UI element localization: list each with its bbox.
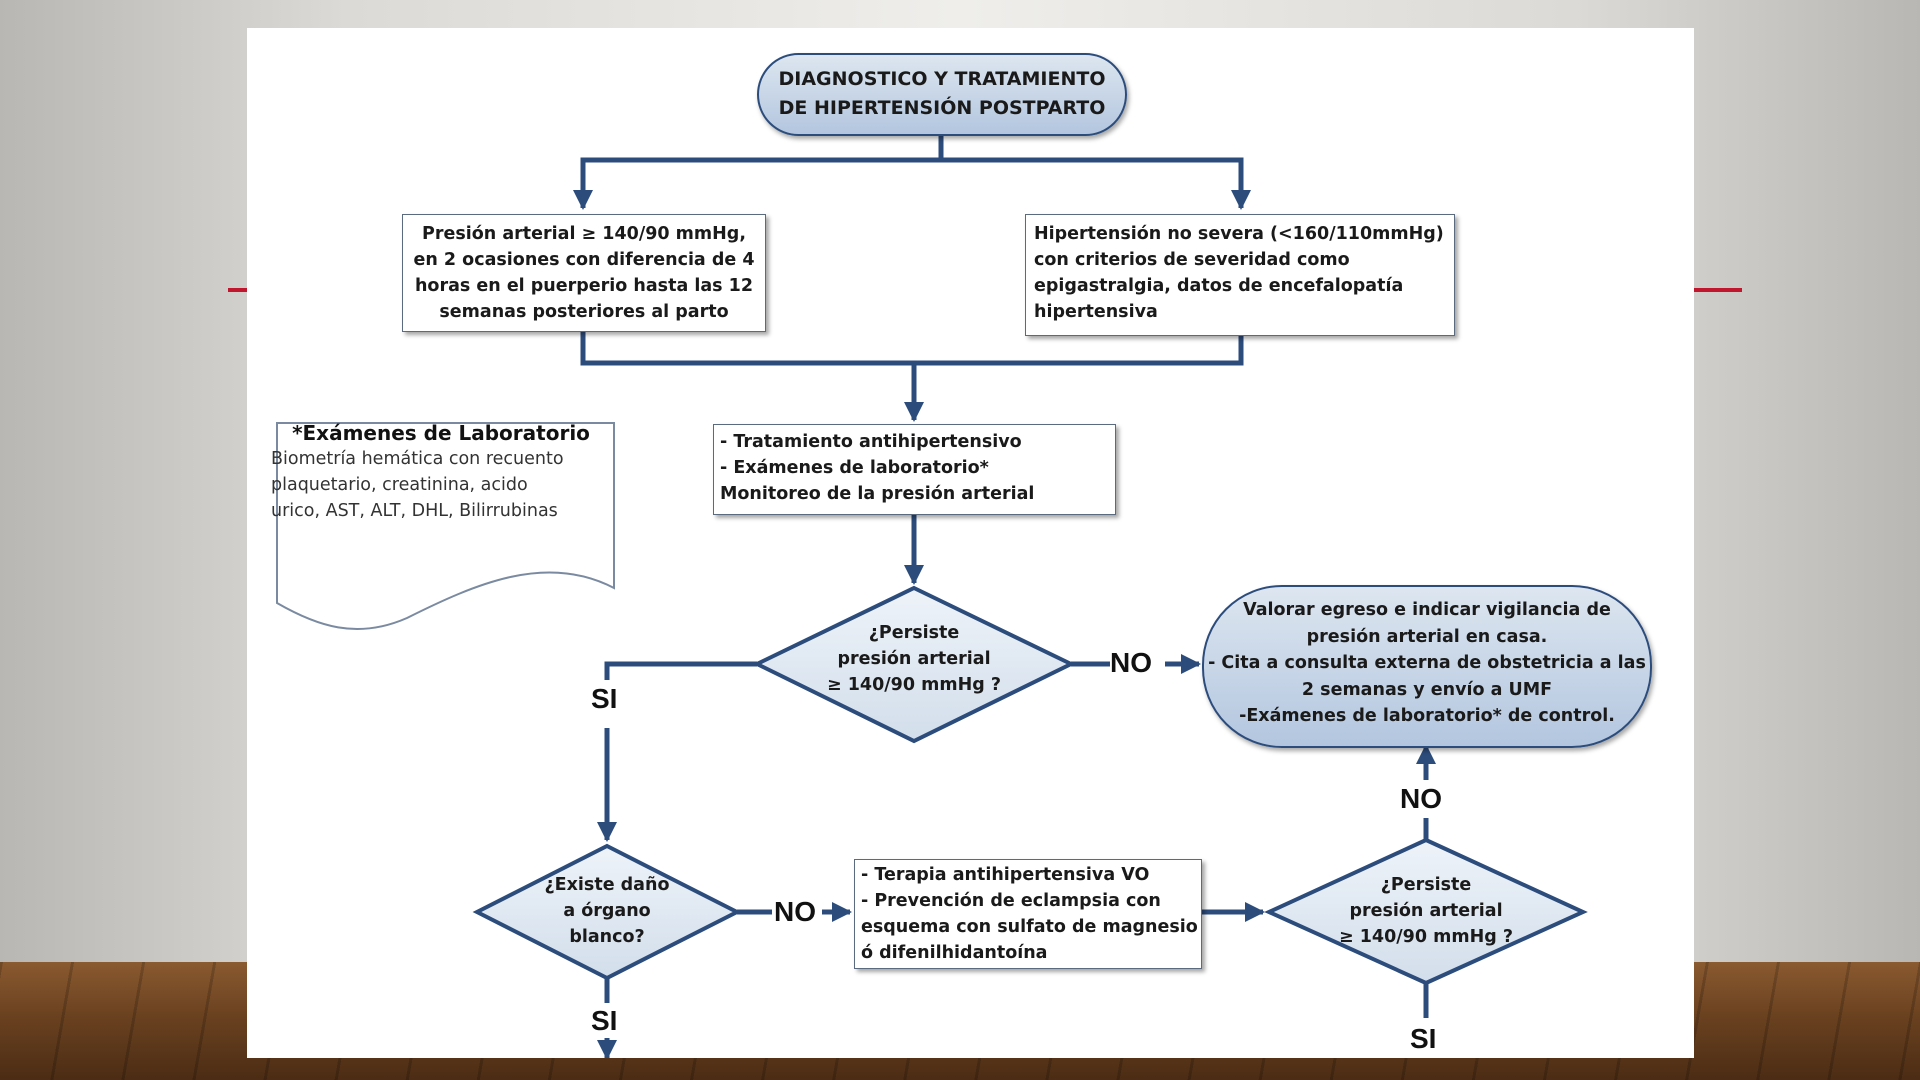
- decision2-line: ¿Existe daño: [544, 875, 670, 895]
- decision1-line: presión arterial: [837, 649, 991, 669]
- branch-label-si-decision1: SI: [591, 683, 618, 714]
- criteria-left-line: horas en el puerperio hasta las 12: [414, 276, 754, 296]
- connector-merge-left: [580, 332, 1244, 366]
- decision1-text: ¿Persiste presión arterial ≥ 140/90 mmHg…: [794, 620, 1034, 698]
- connector-split-right: [941, 157, 1251, 210]
- connector-title-split: [573, 136, 944, 210]
- lab-exams-note: *Exámenes de Laboratorio Biometría hemát…: [271, 420, 611, 524]
- criteria-box-right: Hipertensión no severa (<160/110mmHg) co…: [1025, 214, 1455, 336]
- decision3-text: ¿Persiste presión arterial ≥ 140/90 mmHg…: [1306, 872, 1546, 950]
- outcome-oval: Valorar egreso e indicar vigilancia de p…: [1202, 585, 1652, 748]
- treatment-line: - Tratamiento antihipertensivo: [720, 432, 1022, 452]
- branch-label-si-decision3: SI: [1410, 1023, 1437, 1054]
- treatment-line: Monitoreo de la presión arterial: [720, 484, 1035, 504]
- criteria-left-line: Presión arterial ≥ 140/90 mmHg,: [422, 224, 746, 244]
- branch-label-no-decision3: NO: [1400, 783, 1442, 814]
- decision1-line: ≥ 140/90 mmHg ?: [826, 675, 1001, 695]
- title-line: DIAGNOSTICO Y TRATAMIENTO: [778, 68, 1106, 90]
- criteria-left-line: semanas posteriores al parto: [439, 302, 729, 322]
- flowchart-connectors: [276, 136, 1588, 1058]
- accent-line-right: [1694, 288, 1742, 292]
- criteria-left-line: en 2 ocasiones con diferencia de 4: [413, 250, 755, 270]
- criteria-right-line: epigastralgia, datos de encefalopatía: [1034, 276, 1404, 296]
- lab-note-line: Biometría hemática con recuento: [271, 449, 564, 469]
- decision3-line: ≥ 140/90 mmHg ?: [1338, 927, 1513, 947]
- criteria-right-line: hipertensiva: [1034, 302, 1158, 322]
- decision2-text: ¿Existe daño a órgano blanco?: [527, 872, 687, 950]
- decision2-diamond: [472, 843, 742, 981]
- outcome-line: 2 semanas y envío a UMF: [1301, 679, 1553, 700]
- decision1-line: ¿Persiste: [868, 623, 960, 643]
- decision2-line: a órgano: [563, 901, 651, 921]
- criteria-right-line: con criterios de severidad como: [1034, 250, 1350, 270]
- decision2-line: blanco?: [569, 927, 645, 947]
- outcome-line: - Cita a consulta externa de obstetricia…: [1208, 653, 1646, 673]
- decision3-diamond: [1264, 837, 1588, 986]
- connector-decision1-si: [604, 661, 757, 680]
- therapy-line: ó difenilhidantoína: [861, 943, 1048, 963]
- criteria-right-line: Hipertensión no severa (<160/110mmHg): [1034, 224, 1444, 244]
- outcome-line: Valorar egreso e indicar vigilancia de: [1243, 600, 1611, 620]
- lab-note-line: plaquetario, creatinina, acido: [271, 475, 528, 495]
- outcome-line: -Exámenes de laboratorio* de control.: [1239, 706, 1615, 726]
- title-oval: DIAGNOSTICO Y TRATAMIENTO DE HIPERTENSIÓ…: [757, 53, 1127, 136]
- therapy-line: esquema con sulfato de magnesio: [861, 917, 1198, 937]
- treatment-box: - Tratamiento antihipertensivo - Exámene…: [713, 424, 1116, 515]
- branch-label-no-decision1: NO: [1110, 647, 1152, 678]
- criteria-box-left: Presión arterial ≥ 140/90 mmHg, en 2 oca…: [402, 214, 766, 332]
- lab-note-line: urico, AST, ALT, DHL, Bilirrubinas: [271, 501, 558, 521]
- therapy-line: - Terapia antihipertensiva VO: [861, 865, 1150, 885]
- therapy-line: - Prevención de eclampsia con: [861, 891, 1161, 911]
- decision1-diamond: [752, 585, 1076, 744]
- treatment-line: - Exámenes de laboratorio*: [720, 458, 989, 478]
- therapy-box: - Terapia antihipertensiva VO - Prevenci…: [854, 859, 1202, 969]
- flowchart-slide: DIAGNOSTICO Y TRATAMIENTO DE HIPERTENSIÓ…: [247, 28, 1694, 1058]
- outcome-line: presión arterial en casa.: [1306, 626, 1548, 647]
- title-line: DE HIPERTENSIÓN POSTPARTO: [778, 97, 1106, 119]
- accent-line-left: [228, 288, 250, 292]
- branch-label-si-decision2: SI: [591, 1005, 618, 1036]
- lab-note-shape: [276, 422, 615, 630]
- branch-label-no-decision2: NO: [774, 896, 816, 927]
- decision3-line: presión arterial: [1349, 901, 1503, 921]
- lab-note-title: *Exámenes de Laboratorio: [292, 421, 590, 445]
- decision3-line: ¿Persiste: [1380, 875, 1472, 895]
